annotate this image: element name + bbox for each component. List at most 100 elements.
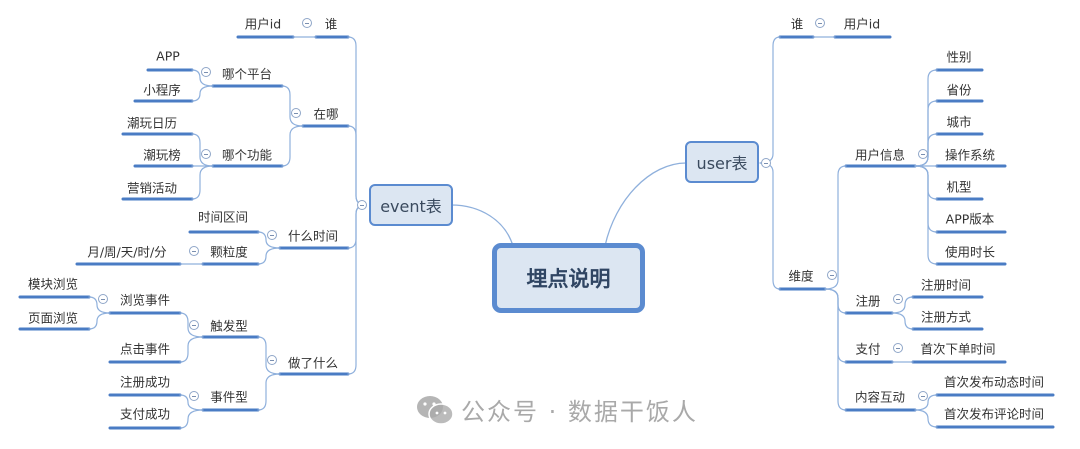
branch-connector: [191, 133, 214, 167]
branch-connector: [88, 312, 111, 330]
branch-connector: [257, 231, 281, 249]
collapse-toggle-icon[interactable]: [189, 391, 199, 401]
node-click-event[interactable]: 点击事件: [119, 341, 171, 357]
collapse-toggle-icon[interactable]: [267, 230, 277, 240]
branch-connector: [891, 296, 914, 314]
collapse-toggle-icon[interactable]: [267, 355, 277, 365]
node-content-interaction[interactable]: 内容互动: [854, 389, 906, 405]
node-info-item[interactable]: 机型: [946, 179, 972, 195]
node-app[interactable]: APP: [156, 48, 180, 64]
node-browse-item[interactable]: 模块浏览: [27, 276, 79, 292]
node-feature-item[interactable]: 营销活动: [126, 180, 178, 196]
branch-connector: [281, 85, 304, 127]
node-where[interactable]: 在哪: [313, 106, 339, 122]
branch-connector: [88, 296, 111, 314]
branch-connector: [759, 162, 781, 290]
node-content-item[interactable]: 首次发布评论时间: [943, 406, 1045, 422]
node-content-item[interactable]: 首次发布动态时间: [943, 374, 1045, 390]
branch-connector: [191, 165, 214, 200]
branch-connector: [914, 409, 938, 428]
node-pay[interactable]: 支付: [855, 341, 881, 357]
collapse-toggle-icon[interactable]: [827, 270, 837, 280]
branch-connector: [179, 409, 204, 429]
collapse-toggle-icon[interactable]: [291, 108, 301, 118]
branch-connector: [891, 312, 914, 330]
branch-connector: [824, 165, 847, 290]
branch-connector: [257, 373, 281, 411]
node-event-type-item[interactable]: 支付成功: [119, 406, 171, 422]
branch-connector: [914, 394, 938, 411]
collapse-toggle-icon[interactable]: [918, 149, 928, 159]
node-event-type[interactable]: 事件型: [210, 389, 248, 405]
node-info-item[interactable]: 使用时长: [944, 244, 996, 260]
node-when[interactable]: 什么时间: [287, 228, 339, 244]
branch-connector: [347, 204, 367, 375]
collapse-toggle-icon[interactable]: [893, 343, 903, 353]
node-register[interactable]: 注册: [855, 293, 881, 309]
node-user-info[interactable]: 用户信息: [854, 147, 906, 163]
central-topic[interactable]: 埋点说明: [492, 243, 645, 313]
collapse-toggle-icon[interactable]: [761, 158, 771, 168]
node-dimension[interactable]: 维度: [788, 268, 814, 284]
branch-connector: [257, 247, 281, 265]
node-miniprogram[interactable]: 小程序: [143, 82, 181, 98]
watermark-text: 公众号 · 数据干饭人: [461, 398, 698, 426]
branch-connector: [347, 36, 367, 206]
collapse-toggle-icon[interactable]: [918, 391, 928, 401]
branch-connector: [191, 85, 214, 102]
node-who[interactable]: 谁: [790, 16, 804, 32]
branch-connector: [179, 336, 204, 363]
node-feature-item[interactable]: 潮玩日历: [126, 115, 178, 131]
branch-connector: [914, 165, 938, 265]
wechat-icon: [417, 395, 454, 425]
node-feature[interactable]: 哪个功能: [221, 147, 273, 163]
node-event-type-item[interactable]: 注册成功: [119, 374, 171, 390]
collapse-toggle-icon[interactable]: [357, 200, 367, 210]
collapse-toggle-icon[interactable]: [815, 18, 825, 28]
central-connector: [604, 162, 687, 247]
branch-connector: [824, 288, 847, 363]
branch-connector: [179, 312, 204, 338]
collapse-toggle-icon[interactable]: [98, 294, 108, 304]
collapse-toggle-icon[interactable]: [189, 320, 199, 330]
node-browse-event[interactable]: 浏览事件: [119, 292, 171, 308]
branch-connector: [914, 133, 938, 167]
branch-connector: [824, 288, 847, 411]
node-user-id[interactable]: 用户id: [244, 16, 282, 32]
node-info-item[interactable]: 操作系统: [944, 147, 996, 163]
node-info-item[interactable]: 省份: [946, 82, 972, 98]
branch-connector: [191, 69, 214, 87]
node-browse-item[interactable]: 页面浏览: [27, 310, 79, 326]
event-table-node[interactable]: event表: [369, 184, 453, 226]
collapse-toggle-icon[interactable]: [189, 246, 199, 256]
node-register-item[interactable]: 注册方式: [920, 309, 972, 325]
branch-connector: [257, 336, 281, 375]
node-granularity[interactable]: 颗粒度: [210, 244, 248, 260]
node-trigger[interactable]: 触发型: [210, 318, 248, 334]
node-who[interactable]: 谁: [324, 16, 338, 32]
node-register-item[interactable]: 注册时间: [920, 277, 972, 293]
node-time-range[interactable]: 时间区间: [197, 209, 249, 225]
branch-connector: [347, 125, 367, 206]
branch-connector: [179, 394, 204, 411]
node-first-order-time[interactable]: 首次下单时间: [920, 341, 996, 357]
user-table-node[interactable]: user表: [685, 141, 759, 183]
collapse-toggle-icon[interactable]: [893, 294, 903, 304]
node-feature-item[interactable]: 潮玩榜: [143, 147, 181, 163]
central-connector: [450, 204, 514, 247]
watermark: 公众号 · 数据干饭人: [415, 392, 698, 427]
node-info-item[interactable]: 性别: [946, 49, 972, 65]
node-info-item[interactable]: APP版本: [945, 211, 995, 227]
collapse-toggle-icon[interactable]: [201, 67, 211, 77]
branch-connector: [914, 165, 938, 200]
node-granularity-values[interactable]: 月/周/天/时/分: [87, 244, 167, 260]
branch-connector: [347, 204, 367, 249]
node-info-item[interactable]: 城市: [946, 114, 972, 130]
collapse-toggle-icon[interactable]: [302, 18, 312, 28]
node-what[interactable]: 做了什么: [287, 355, 339, 371]
branch-connector: [759, 36, 781, 164]
node-user-id[interactable]: 用户id: [843, 16, 881, 32]
collapse-toggle-icon[interactable]: [201, 149, 211, 159]
node-platform[interactable]: 哪个平台: [221, 66, 273, 82]
